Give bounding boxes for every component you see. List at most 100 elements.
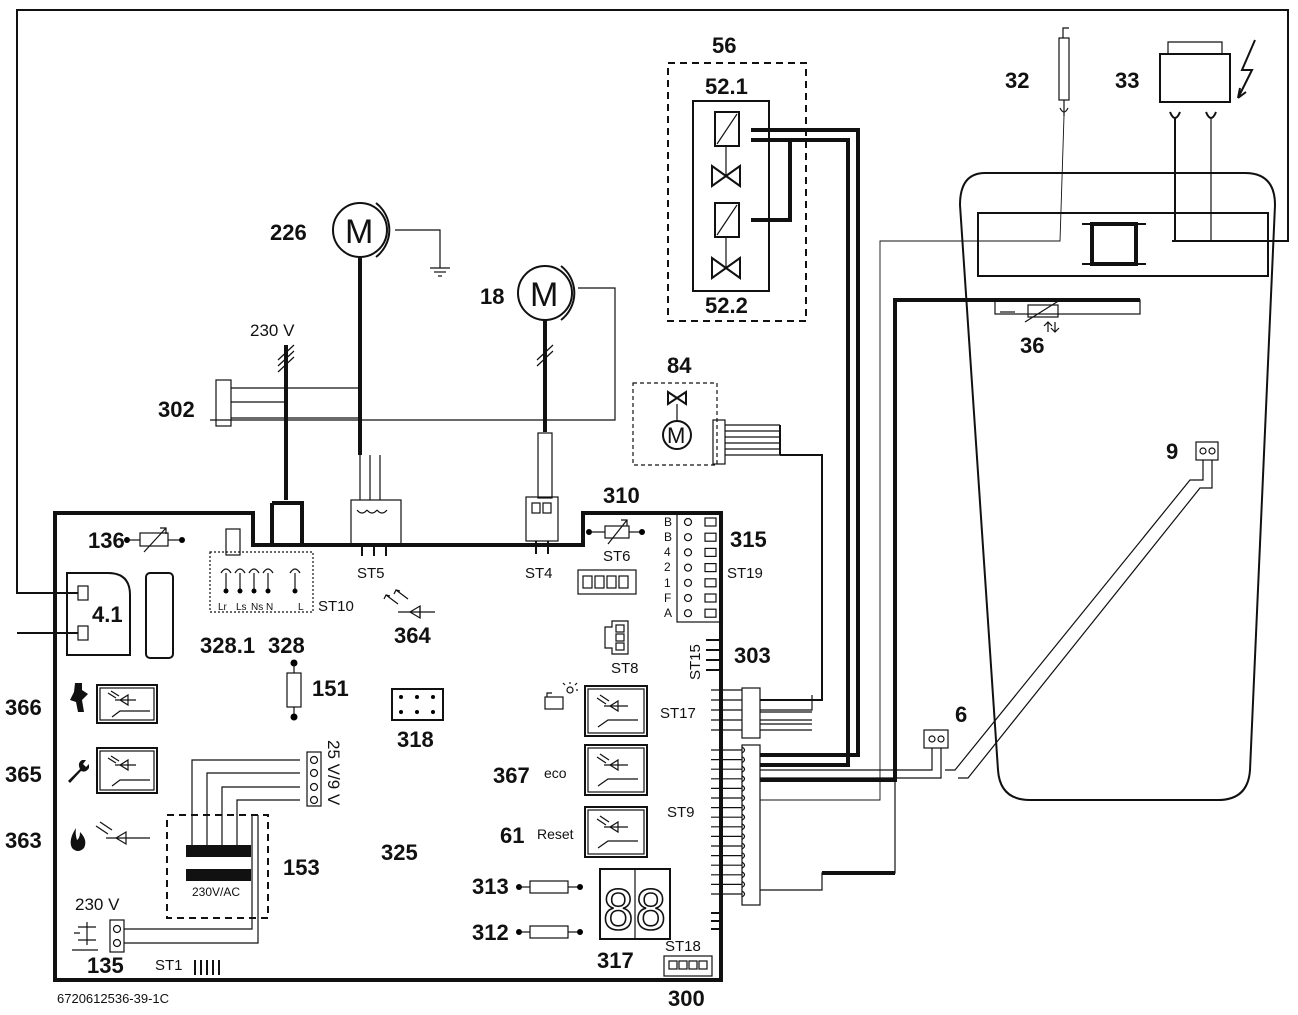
label-302: 302 bbox=[158, 397, 195, 422]
label-84: 84 bbox=[667, 353, 692, 378]
term-n: N bbox=[266, 602, 273, 613]
label-230v-top: 230 V bbox=[250, 321, 295, 340]
pin-contact bbox=[741, 842, 746, 850]
connector-st9: ST9 bbox=[667, 744, 896, 930]
valve-icon bbox=[667, 390, 687, 406]
fuse-icon bbox=[286, 672, 302, 708]
button-lamp[interactable] bbox=[544, 682, 648, 737]
pin-terminal bbox=[683, 578, 693, 587]
label-st17: ST17 bbox=[660, 705, 696, 722]
heat-cell bbox=[958, 172, 1277, 801]
label-363: 363 bbox=[5, 828, 42, 853]
component-313-fuse: 313 bbox=[472, 874, 583, 899]
component-56-gas-valve: 56 52.1 52.2 bbox=[667, 33, 860, 767]
pin-contact bbox=[741, 871, 746, 879]
led-icon bbox=[107, 755, 150, 787]
component-151-fuse: 151 bbox=[286, 659, 349, 721]
label-153: 153 bbox=[283, 855, 320, 880]
pin-socket bbox=[704, 608, 717, 618]
connector-st18: ST18 300 bbox=[663, 938, 713, 1011]
pin-contact bbox=[741, 823, 746, 831]
motor-icon: M bbox=[667, 423, 685, 448]
label-325: 325 bbox=[381, 840, 418, 865]
pin-socket bbox=[704, 547, 717, 558]
label-9: 9 bbox=[1166, 439, 1178, 464]
term-l: L bbox=[298, 602, 304, 613]
label-312: 312 bbox=[472, 920, 509, 945]
label-317: 317 bbox=[597, 948, 634, 973]
pin-contact bbox=[741, 804, 746, 812]
label-reset: Reset bbox=[537, 826, 574, 842]
label-52-2: 52.2 bbox=[705, 293, 748, 318]
label-300: 300 bbox=[668, 986, 705, 1011]
label-364: 364 bbox=[394, 623, 431, 648]
label-366: 366 bbox=[5, 695, 42, 720]
label-367: 367 bbox=[493, 763, 530, 788]
fuse-icon bbox=[529, 925, 569, 939]
outer-loop-wire bbox=[16, 9, 1289, 634]
label-313: 313 bbox=[472, 874, 509, 899]
burner-coil-icon bbox=[1082, 222, 1146, 266]
pin-socket bbox=[704, 517, 717, 527]
pin-f: F bbox=[664, 591, 671, 605]
term-lr: Lr bbox=[218, 602, 228, 613]
label-st1: ST1 bbox=[155, 957, 183, 974]
button-61-reset[interactable]: 61 Reset bbox=[500, 806, 648, 858]
component-18-pump-motor: M 18 bbox=[210, 265, 616, 499]
lightning-icon bbox=[1237, 39, 1256, 99]
label-135: 135 bbox=[87, 953, 124, 978]
st19-pin-labels: B B 4 2 1 F A bbox=[664, 515, 672, 620]
pin-terminal bbox=[683, 609, 693, 618]
button-365-service[interactable]: 365 bbox=[5, 747, 158, 794]
pin-contact bbox=[741, 794, 746, 802]
label-318: 318 bbox=[397, 727, 434, 752]
button-367-eco[interactable]: 367 eco bbox=[493, 744, 648, 796]
component-136-potentiometer: 136 bbox=[88, 527, 185, 553]
pin-terminal bbox=[683, 517, 693, 527]
component-135-switch: 230 V 135 ST1 bbox=[72, 815, 259, 978]
component-312-fuse: 312 bbox=[472, 920, 583, 945]
pin-4: 4 bbox=[664, 545, 671, 559]
label-61: 61 bbox=[500, 823, 524, 848]
component-364-led: 364 bbox=[383, 589, 435, 648]
pin-socket bbox=[704, 593, 717, 603]
led-icon bbox=[383, 589, 435, 620]
led-363-burner: 363 bbox=[5, 821, 150, 853]
connector-st5: ST5 bbox=[350, 499, 402, 582]
chimney-sweep-icon bbox=[70, 683, 88, 712]
button-366-chimney-sweep[interactable]: 366 bbox=[5, 683, 158, 724]
pin-contact bbox=[741, 813, 746, 821]
led-icon bbox=[107, 690, 150, 718]
mains-supply: 230 V 302 bbox=[158, 321, 360, 500]
wrench-icon bbox=[68, 760, 89, 783]
connector-st17: ST17 bbox=[660, 687, 822, 739]
component-318-jumper: 318 bbox=[391, 688, 444, 752]
label-310: 310 bbox=[603, 483, 640, 508]
pin-socket bbox=[704, 562, 717, 573]
pin-contact bbox=[741, 784, 746, 792]
pin-1: 1 bbox=[664, 576, 671, 590]
label-56: 56 bbox=[712, 33, 736, 58]
term-ls: Ls bbox=[236, 602, 247, 613]
label-230v-bottom: 230 V bbox=[75, 895, 120, 914]
label-226: 226 bbox=[270, 220, 307, 245]
connector-st8: ST8 bbox=[604, 620, 639, 677]
pin-terminal bbox=[683, 533, 693, 542]
connector-st15: ST15 303 bbox=[687, 639, 771, 680]
component-84-diverter: 84 M bbox=[632, 353, 823, 731]
valve-icon bbox=[711, 202, 741, 280]
label-st19: ST19 bbox=[727, 565, 763, 582]
label-st6: ST6 bbox=[603, 548, 631, 565]
label-st18: ST18 bbox=[665, 938, 701, 955]
pin-contact bbox=[741, 861, 746, 869]
connector-st6: ST6 bbox=[577, 519, 645, 595]
motor-icon: M bbox=[530, 276, 558, 314]
label-315: 315 bbox=[730, 527, 767, 552]
pin-contact bbox=[741, 832, 746, 840]
switch-icon bbox=[72, 922, 98, 951]
label-25v-9v: 25 V/9 V bbox=[324, 740, 343, 806]
label-303: 303 bbox=[734, 643, 771, 668]
label-33: 33 bbox=[1115, 68, 1139, 93]
label-136: 136 bbox=[88, 528, 125, 553]
component-9-sensor: 9 bbox=[945, 439, 1219, 779]
